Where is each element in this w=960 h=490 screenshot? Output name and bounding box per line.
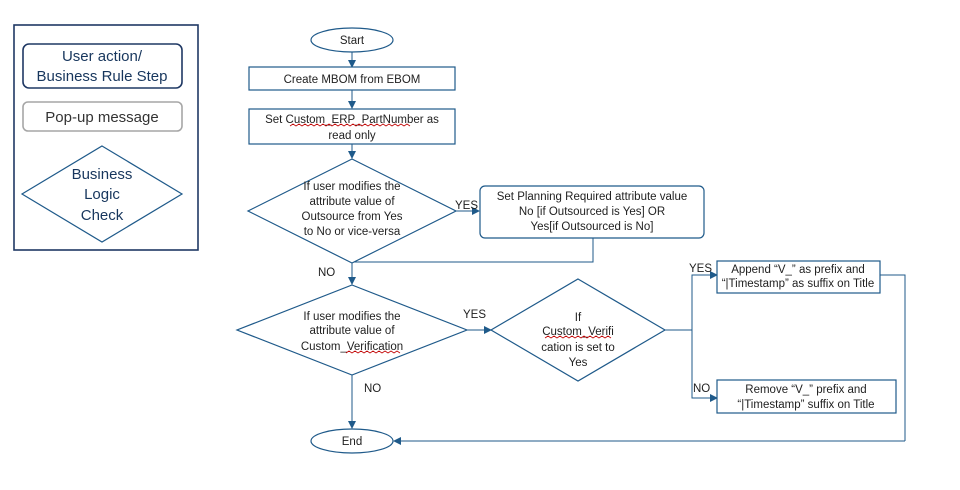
- decision-set-line4: Yes: [569, 357, 588, 369]
- remove-v-line2: “|Timestamp” suffix on Title: [737, 399, 874, 411]
- decision-verification-line2: attribute value of: [309, 325, 395, 337]
- decision-set-line1: If: [575, 312, 582, 324]
- label-no-set: NO: [693, 383, 710, 395]
- node-remove-v: Remove “V_” prefix and “|Timestamp” suff…: [716, 379, 897, 414]
- node-end: End: [310, 428, 394, 454]
- legend-logic-check: Business Logic Check: [20, 145, 184, 243]
- node-set-custom-erp: Set Custom_ERP_PartNumber as read only: [248, 108, 456, 145]
- set-planning-line3: Yes[if Outsourced is No]: [531, 221, 654, 233]
- label-yes-outsource: YES: [455, 200, 478, 212]
- end-label: End: [342, 436, 362, 448]
- node-decision-verification: If user modifies the attribute value of …: [235, 284, 469, 376]
- decision-set-line3: cation is set to: [541, 342, 615, 354]
- connectors: [348, 52, 906, 445]
- line-append-return: [880, 274, 906, 441]
- append-v-line2: “|Timestamp” as suffix on Title: [722, 278, 875, 290]
- line-planning-return: [353, 238, 594, 263]
- legend-popup-label: Pop-up message: [45, 109, 158, 126]
- legend-user-action-line1: User action/: [62, 48, 143, 65]
- decision-verification-line3: Custom_Verification: [301, 341, 403, 353]
- arrow-decision3-yes: [691, 271, 718, 330]
- node-create-mbom: Create MBOM from EBOM: [248, 66, 456, 91]
- legend-logic-line2: Logic: [84, 186, 120, 203]
- set-custom-line2: read only: [328, 130, 376, 142]
- decision-verification-line1: If user modifies the: [303, 311, 400, 323]
- spellcheck-underline: [345, 350, 401, 354]
- spellcheck-underline: [289, 123, 411, 127]
- legend-logic-line3: Check: [81, 207, 124, 224]
- set-planning-line2: No [if Outsourced is Yes] OR: [519, 206, 665, 218]
- branch-labels: YES NO YES NO YES NO: [318, 200, 712, 395]
- label-yes-set: YES: [689, 263, 712, 275]
- create-mbom-label: Create MBOM from EBOM: [284, 74, 421, 86]
- decision-outsource-line2: attribute value of: [309, 196, 395, 208]
- set-custom-line1: Set Custom_ERP_PartNumber as: [265, 114, 439, 126]
- remove-v-line1: Remove “V_” prefix and: [745, 384, 866, 396]
- decision-outsource-line4: to No or vice-versa: [304, 226, 401, 238]
- set-planning-line1: Set Planning Required attribute value: [497, 191, 688, 203]
- legend-user-action: User action/ Business Rule Step: [22, 43, 183, 89]
- label-no-outsource: NO: [318, 267, 335, 279]
- append-v-line1: Append “V_” as prefix and: [731, 264, 865, 276]
- arrow-decision3-no: [691, 330, 718, 402]
- start-label: Start: [340, 35, 365, 47]
- legend-popup: Pop-up message: [22, 101, 183, 132]
- spellcheck-underline: [544, 335, 612, 339]
- legend-logic-line1: Business: [72, 166, 133, 183]
- decision-set-line2: Custom_Verifi: [542, 326, 614, 338]
- label-yes-verification: YES: [463, 309, 486, 321]
- decision-outsource-line1: If user modifies the: [303, 181, 400, 193]
- legend-user-action-line2: Business Rule Step: [37, 68, 168, 85]
- node-decision-set-yes: If Custom_Verifi cation is set to Yes: [489, 278, 667, 382]
- decision-outsource-line3: Outsource from Yes: [302, 211, 403, 223]
- node-set-planning: Set Planning Required attribute value No…: [479, 185, 705, 239]
- legend: User action/ Business Rule Step Pop-up m…: [13, 24, 199, 251]
- node-start: Start: [310, 27, 394, 53]
- label-no-verification: NO: [364, 383, 381, 395]
- node-append-v: Append “V_” as prefix and “|Timestamp” a…: [716, 260, 881, 294]
- node-decision-outsource: If user modifies the attribute value of …: [246, 158, 458, 264]
